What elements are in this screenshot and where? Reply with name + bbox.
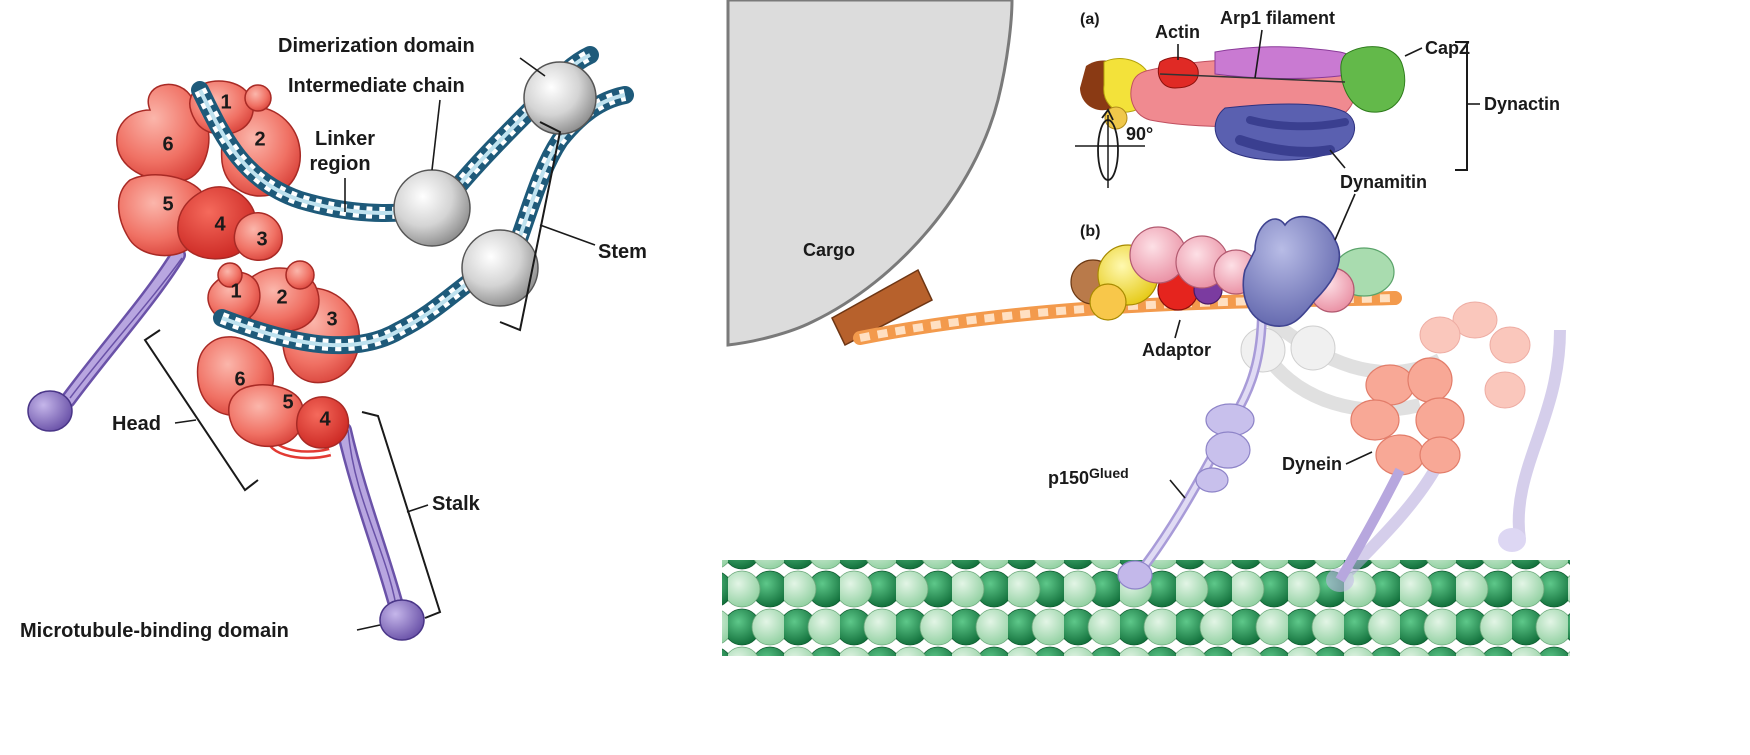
label-stem: Stem (598, 241, 647, 263)
dynactin-complex-b (1070, 215, 1395, 327)
stem-rope-lower (506, 86, 634, 259)
head-a-label-2: 2 (254, 128, 265, 150)
dynein-left-diagram: 6 5 4 3 2 1 (20, 35, 647, 642)
head-b-label-1: 1 (230, 280, 241, 302)
heavy-chain-rope-a (191, 81, 439, 222)
head-b-label-4: 4 (319, 408, 331, 430)
cargo-vesicle (726, 0, 1014, 347)
label-microtubule-binding-domain: Microtubule-binding domain (20, 620, 289, 642)
head-a-label-1: 1 (220, 91, 231, 113)
label-dynamitin: Dynamitin (1340, 172, 1427, 192)
stalk-b (336, 422, 408, 628)
head-b-subunit-5: 5 (227, 384, 305, 447)
label-panel-a: (a) (1080, 11, 1100, 28)
head-bracket (143, 329, 259, 492)
label-intermediate-chain: Intermediate chain (288, 75, 465, 97)
stem-bracket (499, 121, 562, 332)
head-b-label-5: 5 (282, 391, 293, 413)
label-rotation: 90° (1126, 124, 1153, 144)
label-linker-2: region (309, 153, 370, 175)
dimerization-ball (523, 61, 597, 135)
label-dynein: Dynein (1282, 454, 1342, 474)
head-a-label-6: 6 (162, 133, 173, 155)
head-b-subunit-2: 2 (242, 260, 320, 333)
stalk-a (60, 247, 186, 408)
label-adaptor: Adaptor (1142, 340, 1211, 360)
dynein-head-b: 6 5 4 3 2 1 (196, 260, 361, 449)
label-p150: p150Glued (1048, 465, 1129, 488)
label-dynactin: Dynactin (1484, 94, 1560, 114)
head-a-label-3: 3 (256, 228, 267, 250)
dynactin-structure-a (1080, 46, 1406, 161)
label-stalk: Stalk (432, 493, 481, 515)
head-a-subunit-3: 3 (233, 212, 283, 261)
heavy-chain-rope-b (213, 256, 504, 355)
dynein-head-faded (1335, 357, 1465, 583)
intermediate-chain-ball-a (393, 169, 471, 247)
dynein-head-a: 6 5 4 3 2 1 (116, 80, 301, 261)
head-b-label-6: 6 (234, 368, 245, 390)
dynactin-bracket (1455, 41, 1468, 171)
microtubule-binding-domain-b (379, 599, 425, 641)
label-panel-b: (b) (1080, 223, 1100, 240)
microtubule-binding-domain-a (27, 390, 73, 432)
label-arp1-filament: Arp1 filament (1220, 8, 1335, 28)
label-actin: Actin (1155, 22, 1200, 42)
dynactin-right-diagram: Cargo (722, 0, 1570, 656)
head-b-label-3: 3 (326, 308, 337, 330)
label-cargo: Cargo (803, 240, 855, 260)
dynamitin-b (1242, 215, 1341, 327)
rotation-icon (1075, 108, 1145, 188)
stalk-bracket (361, 411, 442, 619)
p150-glued (1117, 309, 1267, 590)
cargo-receptor (831, 268, 933, 347)
label-dimerization-domain: Dimerization domain (278, 35, 475, 57)
label-head: Head (112, 413, 161, 435)
head-a-label-5: 5 (162, 193, 173, 215)
intermediate-chain-ball-b (461, 229, 539, 307)
head-b-label-2: 2 (276, 286, 287, 308)
head-a-label-4: 4 (214, 213, 226, 235)
head-b-subunit-4: 4 (296, 396, 350, 449)
label-linker-1: Linker (315, 128, 375, 150)
